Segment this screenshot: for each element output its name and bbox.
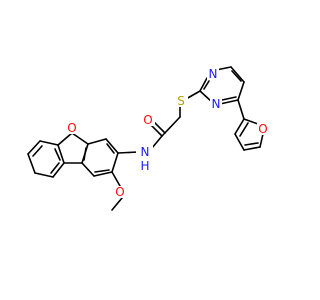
labels-layer: N H O S N N O O O	[66, 67, 269, 199]
bond	[234, 133, 245, 151]
bond	[219, 99, 239, 105]
bond	[185, 90, 201, 100]
bond	[83, 147, 87, 161]
carbonyl-oxygen-label: O	[143, 113, 152, 127]
bond	[153, 121, 166, 134]
bond	[203, 80, 210, 90]
bond	[117, 151, 139, 154]
bond	[244, 142, 259, 146]
furan-oxygen-label: O	[258, 122, 267, 136]
sulfur-label: S	[177, 94, 185, 108]
bond	[237, 99, 245, 120]
bond	[106, 143, 115, 154]
bond	[27, 140, 41, 155]
bond	[105, 138, 119, 154]
bond	[221, 96, 237, 101]
bond	[231, 70, 242, 82]
bond	[239, 122, 249, 137]
bond	[87, 138, 107, 145]
bond	[54, 148, 61, 161]
bond	[94, 169, 110, 173]
bond	[150, 124, 163, 137]
bond	[32, 145, 43, 157]
bond	[243, 118, 259, 125]
bond	[71, 132, 89, 145]
bond	[237, 81, 245, 101]
bond	[50, 162, 60, 174]
bond	[151, 135, 163, 149]
bond	[57, 132, 73, 146]
bond	[230, 66, 245, 83]
bond	[39, 140, 59, 146]
bond	[243, 146, 261, 151]
bond	[259, 133, 264, 148]
molecule-structure-diagram: N H O S N N O O O	[27, 66, 269, 211]
bond	[111, 171, 121, 187]
pyrimidine-nitrogen-top-label: N	[209, 67, 218, 81]
bond	[34, 172, 54, 178]
pyrimidine-nitrogen-bottom-label: N	[212, 97, 221, 111]
bonds-layer	[27, 66, 264, 211]
bond	[81, 162, 95, 177]
bond	[199, 77, 208, 92]
bond	[161, 116, 181, 137]
bond	[111, 197, 123, 211]
bond	[234, 118, 245, 135]
bond	[27, 153, 36, 174]
bond	[111, 152, 119, 173]
amide-nitrogen-label: N	[141, 145, 150, 159]
dibenzofuran-oxygen-label: O	[67, 121, 76, 135]
bond	[52, 162, 65, 178]
amide-hydrogen-label: H	[140, 159, 149, 173]
bond	[93, 171, 113, 177]
methoxy-oxygen-label: O	[115, 185, 124, 199]
bond	[57, 144, 65, 164]
molecule-svg: N H O S N N O O O	[27, 66, 269, 211]
